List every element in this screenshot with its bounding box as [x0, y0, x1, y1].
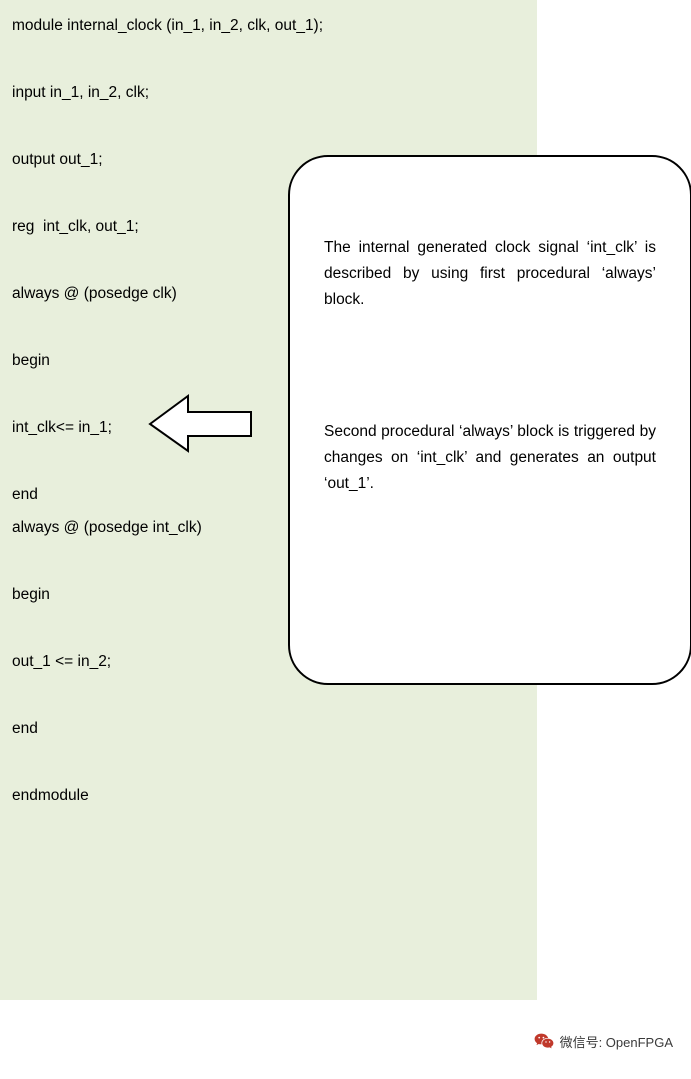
- code-line: always @ (posedge int_clk): [12, 519, 202, 536]
- explanation-callout-box: The internal generated clock signal ‘int…: [288, 155, 691, 685]
- callout-paragraph-2: Second procedural ‘always’ block is trig…: [324, 423, 656, 492]
- code-spacer: [12, 35, 527, 83]
- code-line: always @ (posedge clk): [12, 285, 177, 302]
- code-line: out_1 <= in_2;: [12, 653, 112, 670]
- footer-text: 微信号: OpenFPGA: [559, 1035, 673, 1050]
- code-line: output out_1;: [12, 151, 103, 168]
- code-line: endmodule: [12, 787, 89, 804]
- code-line: module internal_clock (in_1, in_2, clk, …: [12, 17, 324, 34]
- left-arrow-pointer: [148, 394, 253, 453]
- code-line: begin: [12, 352, 50, 369]
- code-spacer: [12, 738, 527, 786]
- code-line-list: module internal_clock (in_1, in_2, clk, …: [12, 16, 527, 805]
- footer-watermark: 微信号: OpenFPGA: [0, 1032, 691, 1068]
- code-line: int_clk<= in_1;: [12, 419, 112, 436]
- code-line: end: [12, 486, 38, 503]
- wechat-icon: [534, 1033, 554, 1050]
- code-line: begin: [12, 586, 50, 603]
- code-line: end: [12, 720, 38, 737]
- code-line: reg int_clk, out_1;: [12, 218, 139, 235]
- code-line: input in_1, in_2, clk;: [12, 84, 150, 101]
- code-spacer: [12, 102, 527, 150]
- callout-paragraph-1: The internal generated clock signal ‘int…: [324, 239, 656, 308]
